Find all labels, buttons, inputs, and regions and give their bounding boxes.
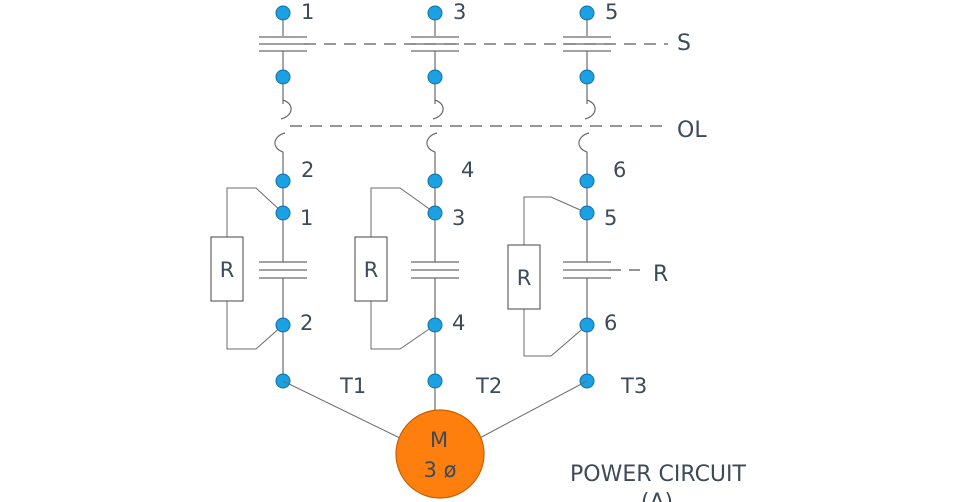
motor-phase: 3 ø	[424, 458, 457, 482]
resistor	[210, 236, 244, 302]
switch-contact	[411, 36, 459, 52]
resistor-lead-top	[226, 187, 284, 237]
resistor-lead-bottom	[523, 309, 588, 357]
run-contact	[563, 261, 611, 279]
motor: M 3 ø	[395, 409, 485, 499]
terminal-node	[275, 317, 291, 333]
switch-contact	[259, 36, 307, 52]
terminal-label: 4	[461, 158, 474, 182]
terminal-node	[579, 69, 595, 85]
terminal-label: 1	[301, 0, 314, 24]
terminal-node	[579, 5, 595, 21]
terminal-label: 2	[300, 311, 313, 335]
motor-name: M	[430, 428, 448, 452]
overload-element	[426, 99, 444, 153]
terminal-node	[427, 205, 443, 221]
terminal-node	[275, 5, 291, 21]
terminal-node	[427, 373, 443, 389]
resistor-label: R	[220, 258, 235, 282]
run-contact	[259, 261, 307, 279]
switch-contact	[563, 36, 611, 52]
terminal-node	[579, 205, 595, 221]
overload-element	[274, 99, 292, 153]
terminal-label: 2	[301, 158, 314, 182]
run-contact	[411, 261, 459, 279]
resistor	[507, 244, 541, 310]
diagram-subtitle: (A)	[641, 490, 673, 502]
terminal-label: 5	[604, 206, 617, 230]
diagram-title: POWER CIRCUIT	[570, 462, 747, 487]
terminal-node	[427, 173, 443, 189]
motor-terminal-label: T2	[475, 374, 502, 398]
overload-element	[578, 99, 596, 153]
terminal-label: 6	[604, 311, 617, 335]
resistor	[354, 236, 388, 302]
phase-2: R 3 4 3 4 T2	[354, 0, 502, 418]
terminal-label: 5	[605, 0, 618, 24]
terminal-node	[275, 173, 291, 189]
resistor-lead-top	[370, 187, 436, 237]
terminal-node	[579, 317, 595, 333]
motor-terminal-label: T3	[620, 374, 647, 398]
terminal-node	[427, 5, 443, 21]
terminal-node	[275, 69, 291, 85]
terminal-node	[427, 317, 443, 333]
resistor-label: R	[364, 258, 379, 282]
terminal-node	[427, 69, 443, 85]
terminal-label: 1	[300, 206, 313, 230]
motor-lead-1	[282, 380, 405, 441]
motor-terminal-label: T1	[339, 374, 366, 398]
resistor-lead-bottom	[226, 301, 284, 350]
resistor-lead-bottom	[370, 301, 436, 350]
resistor-label: R	[517, 266, 532, 290]
resistor-lead-top	[523, 196, 588, 245]
phase-3: R 5 6 5 6 T3	[507, 0, 647, 398]
terminal-node	[579, 173, 595, 189]
terminal-label: 6	[613, 158, 626, 182]
terminal-label: 3	[452, 206, 465, 230]
terminal-node	[275, 205, 291, 221]
overload-label: OL	[677, 118, 707, 143]
motor-body	[395, 409, 485, 499]
terminal-label: 3	[453, 0, 466, 24]
switch-label: S	[677, 31, 691, 56]
phase-1: R 1 2 1 2 T1	[210, 0, 366, 398]
motor-lead-3	[475, 380, 588, 441]
terminal-label: 4	[452, 311, 465, 335]
run-contact-label: R	[653, 262, 668, 287]
